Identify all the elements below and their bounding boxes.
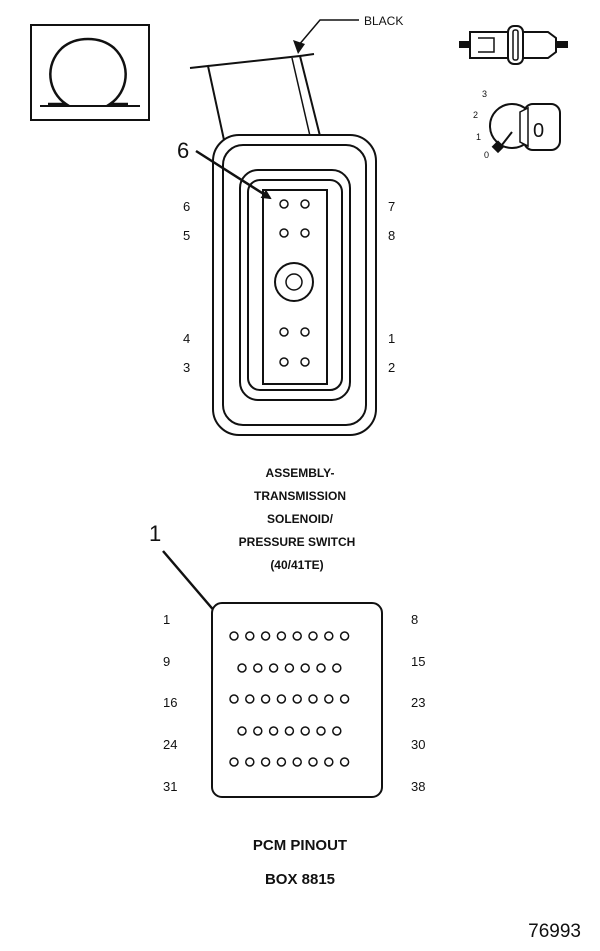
pcm-pin-17 <box>245 694 255 704</box>
pcm-pin-19 <box>276 694 287 704</box>
pcm-pin-34 <box>276 757 287 767</box>
pcm-pin-11 <box>268 663 279 673</box>
key-scale-3: 3 <box>482 89 487 99</box>
pcm-pin-15 <box>332 663 342 673</box>
key-scale-0: 0 <box>484 150 489 160</box>
caption-line-1: ASSEMBLY- <box>266 466 335 480</box>
figure-number: 76993 <box>528 921 581 942</box>
pcm-pin-25 <box>253 726 263 736</box>
center-post <box>274 262 314 302</box>
pcm-label-right-15: 15 <box>411 654 425 669</box>
pcm-label-right-30: 30 <box>411 737 425 752</box>
caption-line-3: SOLENOID/ <box>267 512 334 526</box>
connector-pin-label-5: 5 <box>183 228 190 243</box>
wire-leader-arrow <box>293 40 305 54</box>
connector-caption: ASSEMBLY- TRANSMISSION SOLENOID/ PRESSUR… <box>239 466 356 572</box>
solenoid-connector <box>189 53 377 436</box>
pcm-pin-2 <box>245 631 255 641</box>
pcm-pin-8 <box>339 631 350 641</box>
pcm-title: PCM PINOUT <box>253 837 347 854</box>
pcm-pin-31 <box>229 757 239 767</box>
pcm-pin-35 <box>292 757 302 767</box>
pcm-pin-37 <box>324 757 334 767</box>
connector-pin-label-1: 1 <box>388 331 395 346</box>
wire-leader-line <box>297 19 359 47</box>
pcm-label-left-24: 24 <box>163 737 177 752</box>
pcm-pin-grid <box>229 631 350 767</box>
key-label: 0 <box>533 120 544 142</box>
pcm-label-right-23: 23 <box>411 695 425 710</box>
pcm-pin-21 <box>308 694 318 704</box>
pcm-pin-12 <box>284 663 295 673</box>
connector-pin-label-8: 8 <box>388 228 395 243</box>
pcm-pin-6 <box>308 631 318 641</box>
callout-1: 1 <box>149 521 161 546</box>
pcm-pin-28 <box>300 726 310 736</box>
pcm-pin-4 <box>276 631 287 641</box>
callout-6: 6 <box>177 138 189 163</box>
pcm-pin-38 <box>339 757 350 767</box>
pcm-pin-29 <box>316 726 326 736</box>
key-scale-2: 2 <box>473 110 478 120</box>
pcm-pin-27 <box>284 726 295 736</box>
pcm-pin-32 <box>245 757 255 767</box>
pcm-pin-22 <box>324 694 334 704</box>
pcm-label-left-1: 1 <box>163 612 170 627</box>
pcm-pin-24 <box>237 726 247 736</box>
ignition-key-icon: 3 2 1 0 0 <box>473 89 561 160</box>
pcm-connector-body <box>211 602 383 798</box>
pcm-pin-1 <box>229 631 239 641</box>
pcm-label-right-38: 38 <box>411 779 425 794</box>
pcm-pin-16 <box>229 694 239 704</box>
pcm-pin-7 <box>324 631 334 641</box>
pcm-label-left-31: 31 <box>163 779 177 794</box>
connector-pin-label-7: 7 <box>388 199 395 214</box>
connector-pin-holes <box>279 199 310 367</box>
omega-symbol-icon <box>30 24 150 121</box>
pcm-pin-18 <box>260 694 271 704</box>
connector-pin-label-6: 6 <box>183 199 190 214</box>
pcm-label-left-9: 9 <box>163 654 170 669</box>
pcm-pin-14 <box>316 663 326 673</box>
connector-pin-label-3: 3 <box>183 360 190 375</box>
pcm-pin-26 <box>268 726 279 736</box>
pcm-pin-23 <box>339 694 350 704</box>
caption-line-2: TRANSMISSION <box>254 489 346 503</box>
callout-6-arrow <box>195 149 272 200</box>
pcm-pin-33 <box>260 757 271 767</box>
pcm-label-left-16: 16 <box>163 695 177 710</box>
pcm-subtitle: BOX 8815 <box>265 871 335 888</box>
caption-line-5: (40/41TE) <box>270 558 323 572</box>
caption-line-4: PRESSURE SWITCH <box>239 535 356 549</box>
wire-color-label: BLACK <box>364 14 403 28</box>
pcm-label-right-8: 8 <box>411 612 418 627</box>
key-scale-1: 1 <box>476 132 481 142</box>
pcm-pin-36 <box>308 757 318 767</box>
pcm-pin-9 <box>237 663 247 673</box>
connector-pin-label-4: 4 <box>183 331 190 346</box>
pcm-pin-5 <box>292 631 302 641</box>
pcm-pin-20 <box>292 694 302 704</box>
pcm-pin-13 <box>300 663 310 673</box>
connector-plug-icon <box>459 25 568 65</box>
connector-pin-label-2: 2 <box>388 360 395 375</box>
pcm-pin-3 <box>260 631 271 641</box>
pcm-pin-30 <box>332 726 342 736</box>
pcm-pin-10 <box>253 663 263 673</box>
